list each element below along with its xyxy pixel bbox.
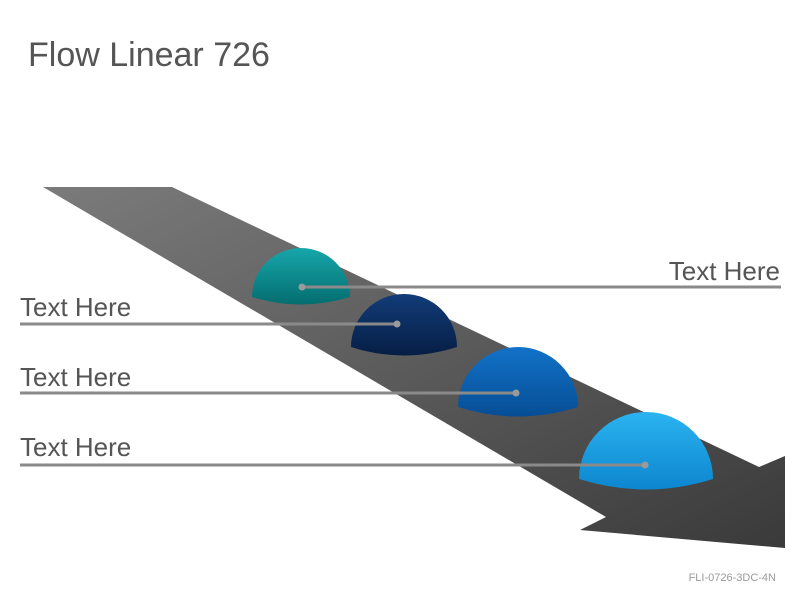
label-4: Text Here: [20, 432, 132, 462]
slide-code: FLI-0726-3DC-4N: [688, 572, 776, 584]
label-1: Text Here: [668, 256, 780, 286]
label-3: Text Here: [20, 362, 132, 392]
label-2: Text Here: [20, 292, 132, 322]
page-title: Flow Linear 726: [28, 36, 270, 74]
leader-line-4: [20, 461, 649, 469]
dome-2: [351, 294, 457, 356]
flow-arrow: [43, 187, 785, 548]
leader-line-3: [20, 389, 520, 397]
leader-line-1: [298, 283, 781, 291]
dome-1: [252, 248, 350, 305]
dome-3: [458, 347, 578, 417]
leader-line-2: [20, 320, 401, 328]
dome-4: [579, 412, 713, 490]
